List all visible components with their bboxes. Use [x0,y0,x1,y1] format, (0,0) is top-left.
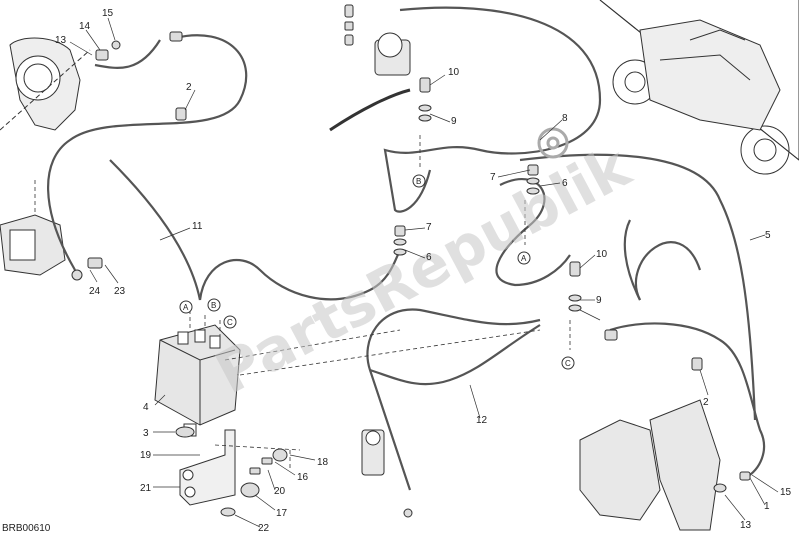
callout-12: 12 [476,415,488,426]
front-master-cylinder [329,32,411,132]
callout-10b: 10 [596,249,608,260]
callout-6: 6 [562,178,568,189]
left-caliper [0,214,66,276]
callout-13b: 13 [740,520,752,531]
callout-18: 18 [317,457,329,468]
callout-10: 10 [448,67,460,78]
callout-1: 1 [764,501,770,512]
callout-24: 24 [89,286,101,297]
fittings [71,4,751,518]
callout-3: 3 [143,428,149,439]
rear-caliper-bracket [9,37,81,131]
callout-13: 13 [55,35,67,46]
port-label-c: C [227,318,233,327]
callout-21: 21 [140,483,152,494]
abs-unit [154,324,241,426]
callout-8: 8 [562,113,568,124]
callout-20: 20 [274,486,286,497]
callout-9: 9 [451,116,457,127]
callout-19: 19 [140,450,152,461]
leader-lines [34,135,571,470]
callout-15: 15 [102,8,114,19]
callout-16: 16 [297,472,309,483]
port-label-a-2: A [521,254,527,263]
callout-7b: 7 [490,172,496,183]
rear-master-cylinder [361,429,385,476]
callout-leaders [69,17,779,528]
callout-6b: 6 [426,252,432,263]
port-labels [179,174,575,370]
callout-7: 7 [426,222,432,233]
callout-4: 4 [143,402,149,413]
port-label-b: B [211,301,216,310]
gear-icon [537,127,569,159]
callout-2b: 2 [703,397,709,408]
callout-14: 14 [79,21,91,32]
brake-hoses [47,6,766,491]
callout-2: 2 [186,82,192,93]
port-label-c-2: C [565,359,571,368]
callout-15b: 15 [780,487,792,498]
motorcycle-inset [599,0,799,175]
callout-22: 22 [258,523,270,534]
callout-11: 11 [192,221,203,232]
callout-23: 23 [114,286,126,297]
port-label-b-2: B [416,177,421,186]
callout-17: 17 [276,508,288,519]
diagram-code: BRB00610 [2,523,51,534]
callouts: 1 2 2 3 4 5 6 6 7 7 8 9 9 10 10 11 12 13… [55,8,792,534]
port-label-a: A [183,303,189,312]
callout-5: 5 [765,230,771,241]
right-caliper [579,399,721,531]
callout-9b: 9 [596,295,602,306]
